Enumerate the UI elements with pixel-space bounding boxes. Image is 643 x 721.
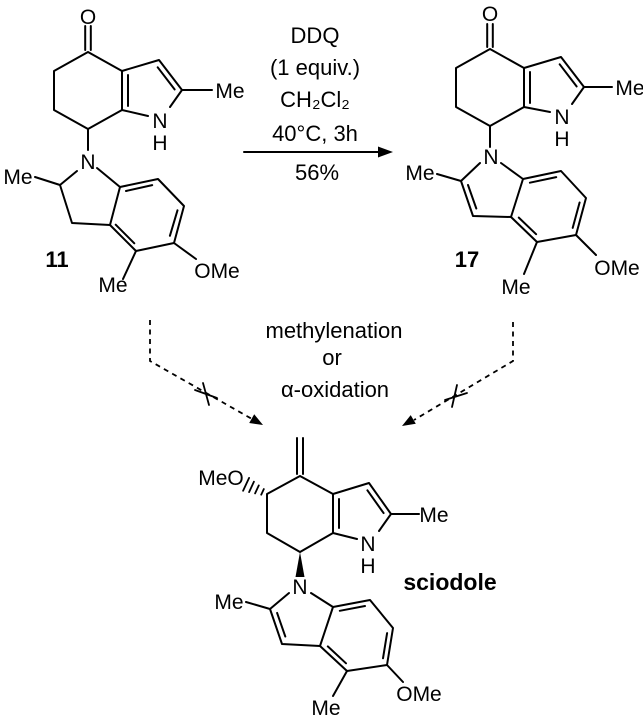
sciodole-aryl-methoxy-label: OMe: [396, 683, 442, 706]
compound-17: O N H Me N Me Me OMe 17: [405, 3, 643, 299]
sciodole-pyrrole-h-label: H: [360, 555, 375, 578]
compound-17-aryl-methyl-label: Me: [501, 276, 530, 299]
blocked-pathways: methylenation or α-oxidation: [149, 318, 514, 426]
sciodole-indole-ring: [245, 592, 334, 647]
sciodole-bold-wedge: [295, 552, 305, 577]
solvent-text: CH₂Cl₂: [280, 87, 350, 112]
reagent-text: DDQ: [291, 23, 340, 48]
cross-out-x-left-icon: [194, 382, 218, 406]
compound-17-c2-methyl-label: Me: [615, 77, 643, 100]
sciodole-name: sciodole: [403, 569, 496, 595]
equivalents-text: (1 equiv.): [270, 55, 360, 80]
dashed-arrow-left: [149, 320, 253, 420]
compound-17-pyrrole-h-label: H: [554, 128, 569, 151]
blocked-pathway-line3: α-oxidation: [281, 377, 389, 402]
blocked-pathway-line1: methylenation: [266, 318, 403, 343]
sciodole-aryl-methyl-label: Me: [311, 697, 340, 720]
compound-11-pyrrole-ring: [121, 59, 183, 117]
dashed-arrowhead-left-icon: [249, 414, 263, 425]
sciodole-pyrrole-n-label: N: [360, 533, 375, 556]
sciodole-hashed-wedge: [242, 477, 265, 496]
compound-11-aryl-methoxy-label: OMe: [194, 260, 240, 283]
cross-out-x-right-icon: [444, 384, 468, 408]
compound-11-indoline-ring: [34, 167, 121, 226]
compound-17-pyrrole-n-label: N: [554, 106, 569, 129]
compound-11-pyrrole-h-label: H: [152, 132, 167, 155]
compound-11-double-bonds: [84, 25, 179, 245]
sciodole-structure: MeO N H Me N Me Me OMe sciodole: [198, 437, 497, 720]
sciodole-benzene-ring: [319, 599, 394, 672]
compound-11-benzene-ring: [109, 178, 185, 252]
compound-17-indole-ring: [436, 162, 524, 218]
compound-17-double-bonds: [467, 23, 581, 236]
compound-11: O N H Me N Me Me OMe 11: [3, 6, 244, 297]
reaction-conditions: DDQ (1 equiv.) CH₂Cl₂ 40°C, 3h 56%: [243, 23, 393, 185]
compound-17-aryl-substituent-bonds: [523, 234, 597, 275]
sciodole-pyrrole-ring: [332, 482, 392, 540]
compound-11-ketone-oxygen-label: O: [80, 6, 96, 29]
compound-17-indole-n-label: N: [483, 146, 498, 169]
blocked-pathway-line2: or: [322, 345, 342, 370]
compound-17-pyrrole-ring: [523, 56, 585, 113]
compound-11-indoline-methyl-label: Me: [3, 166, 32, 189]
yield-text: 56%: [295, 160, 339, 185]
reaction-arrowhead-icon: [378, 146, 393, 158]
dashed-arrow-right: [413, 322, 514, 421]
sciodole-cyclohexene-ring: [266, 475, 334, 553]
compound-17-indole-methyl-label: Me: [405, 162, 434, 185]
sciodole-indole-methyl-label: Me: [214, 591, 243, 614]
sciodole-double-bonds: [276, 489, 389, 665]
compound-17-ketone-oxygen-label: O: [482, 3, 498, 26]
compound-11-aryl-methyl-label: Me: [98, 274, 127, 297]
compound-11-number: 11: [45, 247, 68, 272]
compound-17-number: 17: [455, 247, 479, 272]
compound-11-cyclohexanone-ring: [53, 51, 123, 130]
compound-17-benzene-ring: [510, 170, 587, 243]
compound-11-pyrrole-n-label: N: [152, 110, 167, 133]
sciodole-exocyclic-methylene: [296, 437, 304, 475]
compound-11-aryl-substituent-bonds: [122, 242, 197, 280]
temperature-time-text: 40°C, 3h: [272, 121, 358, 146]
compound-17-cyclohexanone-ring: [455, 48, 525, 127]
dashed-arrowhead-right-icon: [402, 415, 416, 426]
sciodole-methoxy-stereo-label: MeO: [198, 467, 244, 490]
compound-11-c2-methyl-label: Me: [215, 80, 244, 103]
sciodole-aryl-substituent-bonds: [332, 664, 404, 697]
sciodole-c2-methyl-label: Me: [419, 504, 448, 527]
sciodole-indole-n-label: N: [292, 576, 307, 599]
compound-11-indoline-n-label: N: [80, 151, 95, 174]
compound-17-aryl-methoxy-label: OMe: [594, 257, 640, 280]
